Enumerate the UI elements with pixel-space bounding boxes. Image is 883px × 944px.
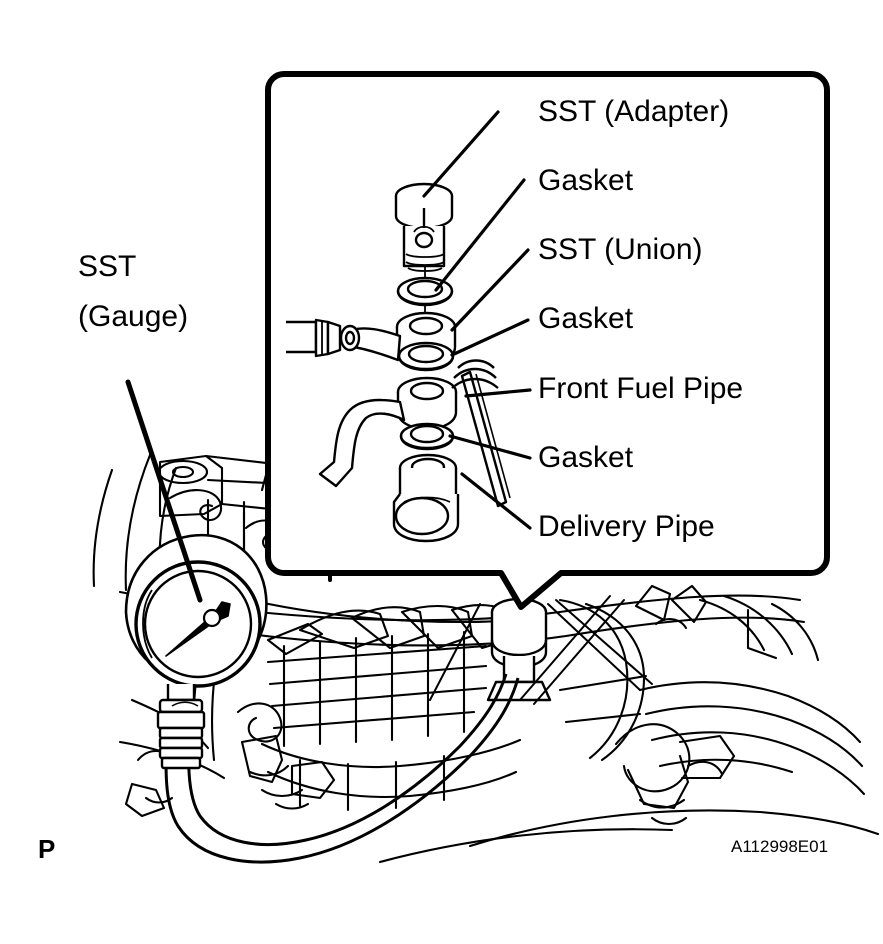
part-front-fuel-pipe [318, 376, 458, 488]
sst-gauge-label-line1: SST [78, 250, 137, 283]
drawing-code-label: A112998E01 [731, 837, 829, 856]
leader-delivery-pipe [460, 472, 532, 530]
leader-gasket-mid [450, 318, 530, 357]
callout-label-gasket-upper: Gasket [538, 164, 634, 197]
part-gasket-mid [397, 341, 455, 372]
part-gasket-lower [399, 422, 455, 451]
callout-label-gasket-mid: Gasket [538, 302, 634, 335]
sst-gauge-leader-line [125, 379, 203, 603]
leader-gasket-lower [448, 434, 532, 460]
leader-sst-adapter [422, 110, 500, 198]
page-marker: P [38, 834, 56, 864]
callout-label-delivery-pipe: Delivery Pipe [538, 510, 715, 543]
callout-label-sst-adapter: SST (Adapter) [538, 95, 730, 128]
hose-fitting-stub [286, 318, 342, 358]
callout-label-gasket-lower: Gasket [538, 441, 634, 474]
part-sst-adapter [394, 182, 454, 272]
callout-label-front-fuel-pipe: Front Fuel Pipe [538, 372, 744, 405]
sst-gauge-label-line2: (Gauge) [78, 300, 189, 333]
leader-front-fuel-pipe [464, 388, 532, 398]
leader-gasket-upper [434, 178, 526, 292]
part-delivery-pipe [392, 453, 460, 543]
leader-sst-union [450, 248, 530, 332]
callout-label-sst-union: SST (Union) [538, 233, 703, 266]
